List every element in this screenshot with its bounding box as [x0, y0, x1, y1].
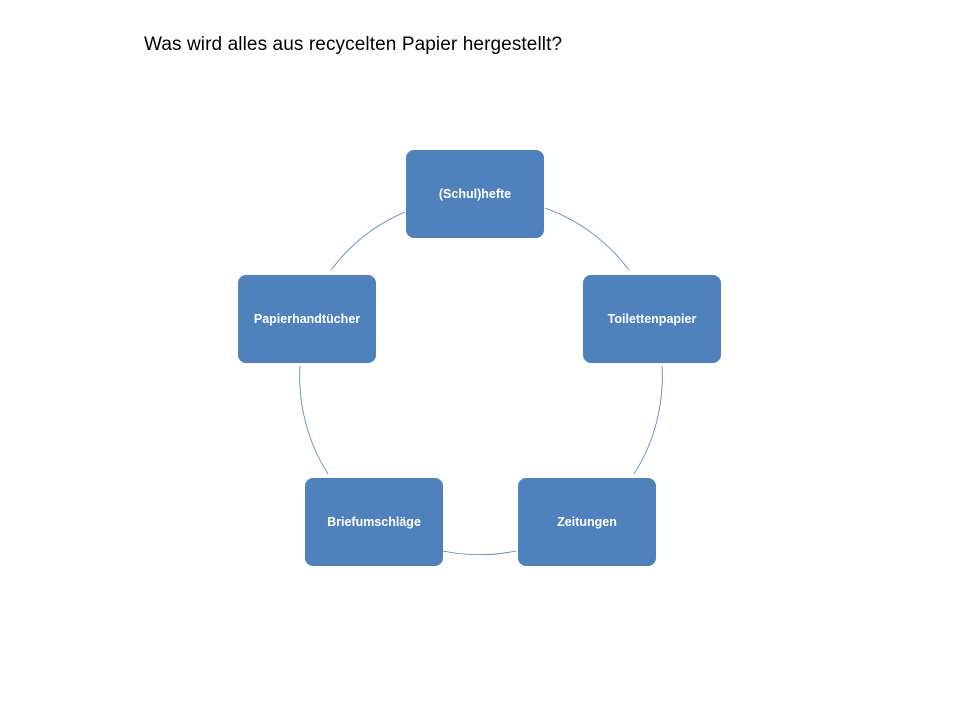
cycle-node-briefumschlaege: Briefumschläge: [305, 478, 443, 566]
slide-title: Was wird alles aus recycelten Papier her…: [144, 34, 563, 55]
connector-arc-1: [633, 365, 663, 475]
cycle-node-zeitungen: Zeitungen: [518, 478, 656, 566]
connector-arc-4: [330, 211, 406, 271]
connector-arc-3: [299, 365, 329, 475]
cycle-node-papierhandtuecher: Papierhandtücher: [238, 275, 376, 363]
cycle-node-toilettenpapier: Toilettenpapier: [583, 275, 721, 363]
connector-arc-2: [442, 550, 517, 556]
connector-arc-0: [544, 207, 630, 271]
cycle-node-schulhefte: (Schul)hefte: [406, 150, 544, 238]
